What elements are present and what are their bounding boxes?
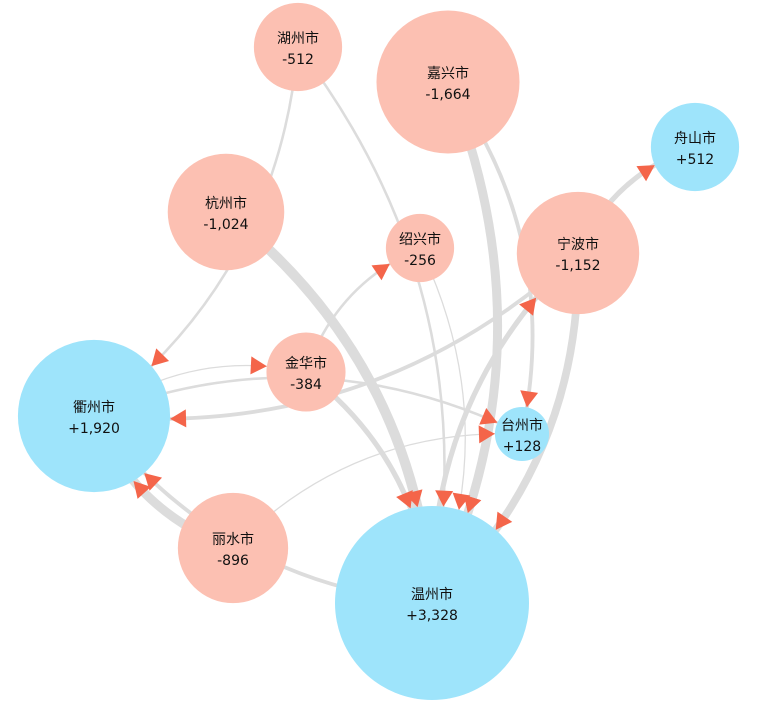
node-value-quzhou: +1,920	[68, 421, 120, 437]
node-name-quzhou: 衢州市	[73, 399, 115, 416]
node-name-jiaxing: 嘉兴市	[427, 65, 469, 82]
node-circle-taizhou[interactable]	[494, 406, 550, 462]
flow-arrow-ningbo-wenzhou	[495, 511, 513, 530]
node-circle-huzhou[interactable]	[253, 2, 343, 92]
node-name-zhoushan: 舟山市	[674, 130, 716, 147]
node-jiaxing[interactable]: 嘉兴市 -1,664	[376, 10, 520, 154]
node-circle-wenzhou[interactable]	[335, 506, 529, 700]
flow-arrow-ningbo-zhoushan	[636, 165, 655, 182]
node-name-ningbo: 宁波市	[557, 236, 599, 253]
node-value-jinhua: -384	[290, 377, 322, 393]
flow-arrow-jinhua-wenzhou	[396, 490, 413, 509]
node-jinhua[interactable]: 金华市 -384	[266, 332, 346, 412]
node-circle-jiaxing[interactable]	[376, 10, 520, 154]
flow-arrow-lishui-taizhou	[478, 425, 495, 444]
node-zhoushan[interactable]: 舟山市 +512	[650, 102, 740, 192]
node-name-hangzhou: 杭州市	[205, 195, 247, 212]
node-value-hangzhou: -1,024	[203, 217, 248, 233]
node-lishui[interactable]: 丽水市 -896	[177, 492, 289, 604]
node-circle-jinhua[interactable]	[266, 332, 346, 412]
node-huzhou[interactable]: 湖州市 -512	[253, 2, 343, 92]
flow-arrow-shaoxing-wenzhou	[452, 492, 471, 510]
node-circle-zhoushan[interactable]	[650, 102, 740, 192]
node-wenzhou[interactable]: 温州市 +3,328	[335, 506, 529, 700]
flow-arrow-wenzhou-ningbo	[519, 297, 537, 316]
node-quzhou[interactable]: 衢州市 +1,920	[17, 339, 171, 493]
node-name-shaoxing: 绍兴市	[399, 231, 441, 248]
flow-arrow-huzhou-quzhou	[151, 348, 170, 367]
node-taizhou[interactable]: 台州市 +128	[494, 406, 550, 462]
flow-arrow-wenzhou-quzhou	[144, 473, 163, 491]
nodes-layer: 湖州市 -512 嘉兴市 -1,664 舟山市 +512 杭州市 -1,024 绍兴市 -256 宁…	[17, 2, 740, 700]
node-circle-ningbo[interactable]	[516, 191, 640, 315]
node-circle-lishui[interactable]	[177, 492, 289, 604]
flow-arrow-jiaxing-wenzhou	[464, 494, 482, 513]
flow-arrow-jinhua-shaoxing	[371, 263, 390, 281]
node-value-taizhou: +128	[503, 439, 541, 455]
node-value-zhoushan: +512	[676, 152, 714, 168]
node-value-jiaxing: -1,664	[425, 87, 470, 103]
node-value-shaoxing: -256	[404, 253, 436, 269]
node-name-taizhou: 台州市	[501, 417, 543, 434]
node-name-lishui: 丽水市	[212, 531, 254, 548]
node-circle-shaoxing[interactable]	[385, 213, 455, 283]
flow-arrow-ningbo-quzhou	[170, 409, 187, 428]
node-value-ningbo: -1,152	[555, 258, 600, 274]
node-circle-hangzhou[interactable]	[167, 153, 285, 271]
flow-arrow-jiaxing-taizhou	[520, 390, 539, 408]
node-value-huzhou: -512	[282, 52, 314, 68]
node-name-jinhua: 金华市	[285, 355, 327, 372]
arrows-layer	[133, 165, 655, 530]
flow-arrow-quzhou-taizhou	[479, 408, 498, 425]
node-ningbo[interactable]: 宁波市 -1,152	[516, 191, 640, 315]
node-circle-quzhou[interactable]	[17, 339, 171, 493]
flow-arrow-quzhou-jinhua	[250, 356, 267, 375]
node-name-wenzhou: 温州市	[411, 586, 453, 603]
flow-arrow-huzhou-wenzhou	[435, 490, 454, 507]
node-shaoxing[interactable]: 绍兴市 -256	[385, 213, 455, 283]
node-name-huzhou: 湖州市	[277, 30, 319, 47]
node-hangzhou[interactable]: 杭州市 -1,024	[167, 153, 285, 271]
flow-arrow-lishui-quzhou	[133, 481, 151, 499]
node-value-wenzhou: +3,328	[406, 608, 458, 624]
node-value-lishui: -896	[217, 553, 249, 569]
